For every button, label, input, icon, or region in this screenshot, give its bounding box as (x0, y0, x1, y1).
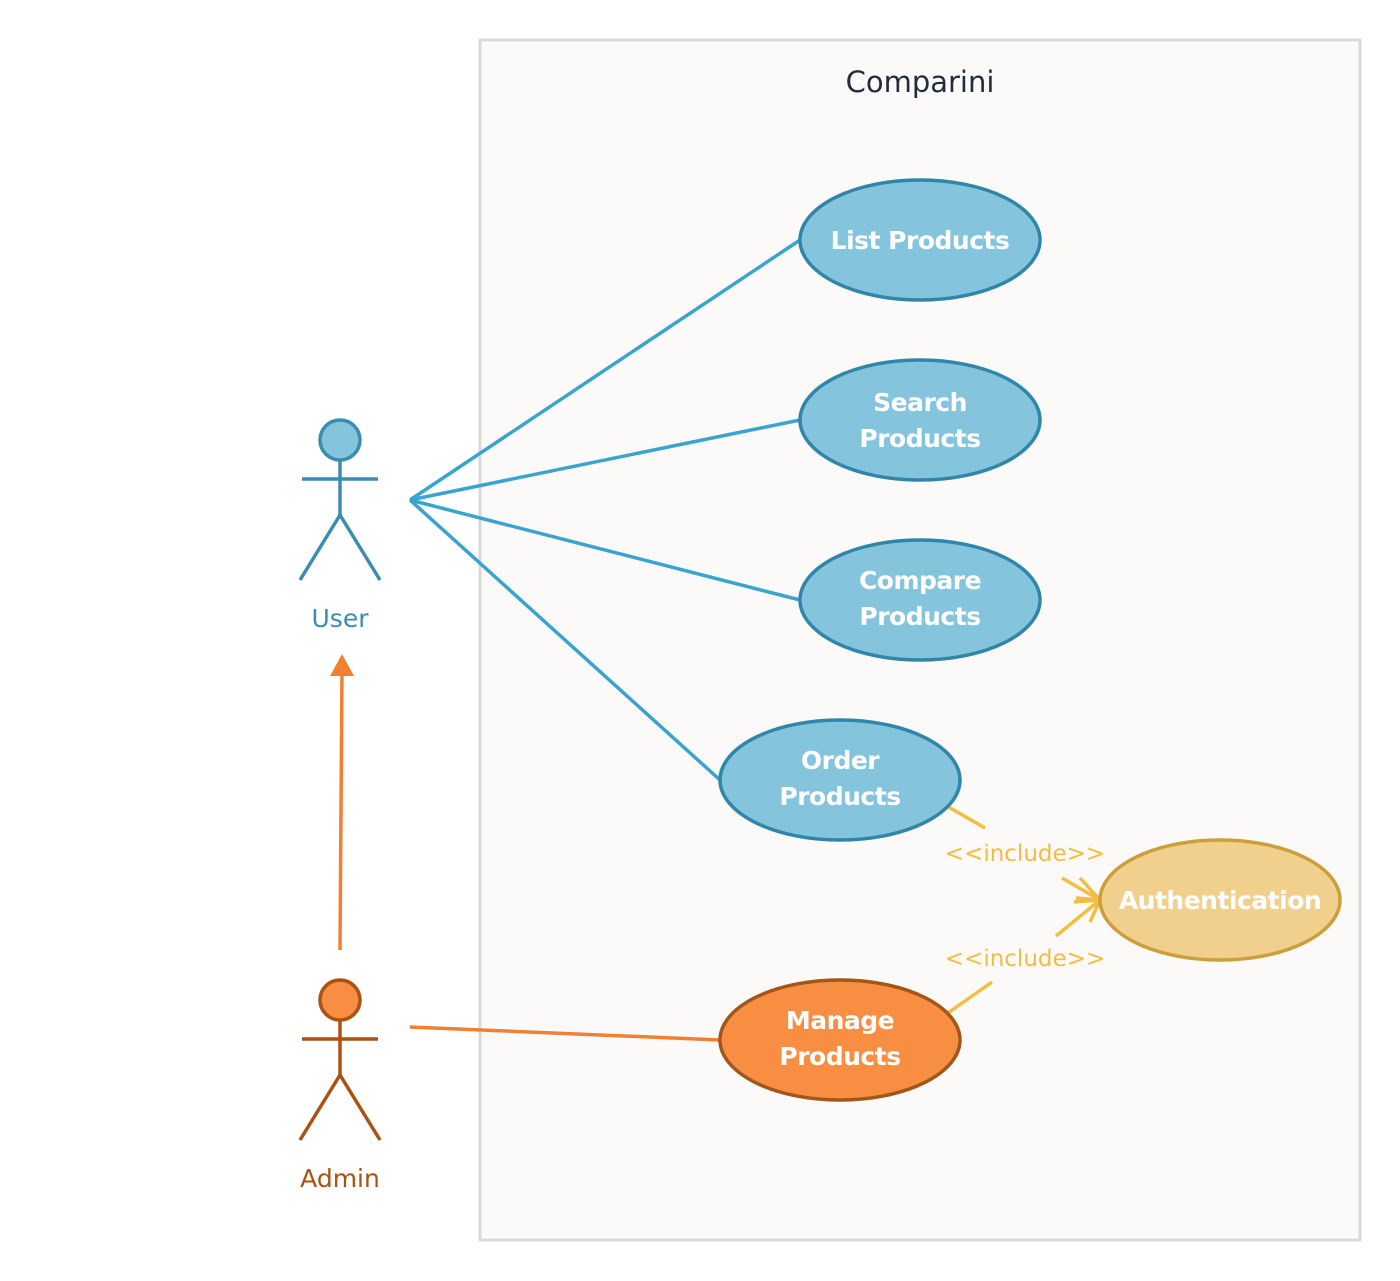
actor-stick-figure (298, 1020, 382, 1141)
use-case-label-line1: Compare (859, 566, 981, 595)
include-order-auth (944, 803, 1101, 902)
use-case-ellipse (718, 978, 962, 1102)
use-case-label-line2: Products (859, 424, 980, 453)
use-case-label: List Products (831, 226, 1010, 255)
use-case-ellipse (798, 538, 1042, 662)
actor-head (318, 418, 362, 462)
generalization-arrowhead (330, 654, 354, 676)
actor-admin[interactable]: Admin (298, 978, 382, 1193)
use-case-label-line1: Search (873, 388, 967, 417)
association-admin-manage (409, 1025, 721, 1042)
use-case-label-line1: Order (801, 746, 880, 775)
use-case-order-products[interactable]: Order Products (718, 718, 962, 842)
user-associations (408, 238, 801, 782)
use-case-ellipse (798, 358, 1042, 482)
actor-label: User (312, 604, 370, 633)
actor-stick-figure (298, 460, 382, 581)
actor-user[interactable]: User (298, 418, 382, 633)
include-label-manage: <<include>> (945, 946, 1105, 972)
association-user-order (408, 498, 722, 782)
actor-head (318, 978, 362, 1022)
use-case-label-line2: Products (779, 782, 900, 811)
association-user-list (409, 238, 801, 502)
use-case-compare-products[interactable]: Compare Products (798, 538, 1042, 662)
generalization-admin-user (338, 667, 344, 951)
use-case-label-line1: Manage (786, 1006, 894, 1035)
system-title: Comparini (846, 65, 995, 99)
use-case-ellipse (718, 718, 962, 842)
use-case-label-line2: Products (779, 1042, 900, 1071)
actor-label: Admin (300, 1164, 380, 1193)
use-case-manage-products[interactable]: Manage Products (718, 978, 962, 1102)
include-manage-auth (943, 898, 1102, 1017)
association-user-search (409, 418, 801, 502)
use-case-label: Authentication (1119, 886, 1321, 915)
use-case-ellipse (798, 178, 1042, 302)
use-case-list-products[interactable]: List Products (798, 178, 1042, 302)
association-user-compare (409, 498, 801, 602)
use-case-ellipse (1098, 838, 1342, 962)
include-label-order: <<include>> (945, 841, 1105, 867)
use-case-search-products[interactable]: Search Products (798, 358, 1042, 482)
use-case-label-line2: Products (859, 602, 980, 631)
use-case-authentication[interactable]: Authentication (1098, 838, 1342, 962)
